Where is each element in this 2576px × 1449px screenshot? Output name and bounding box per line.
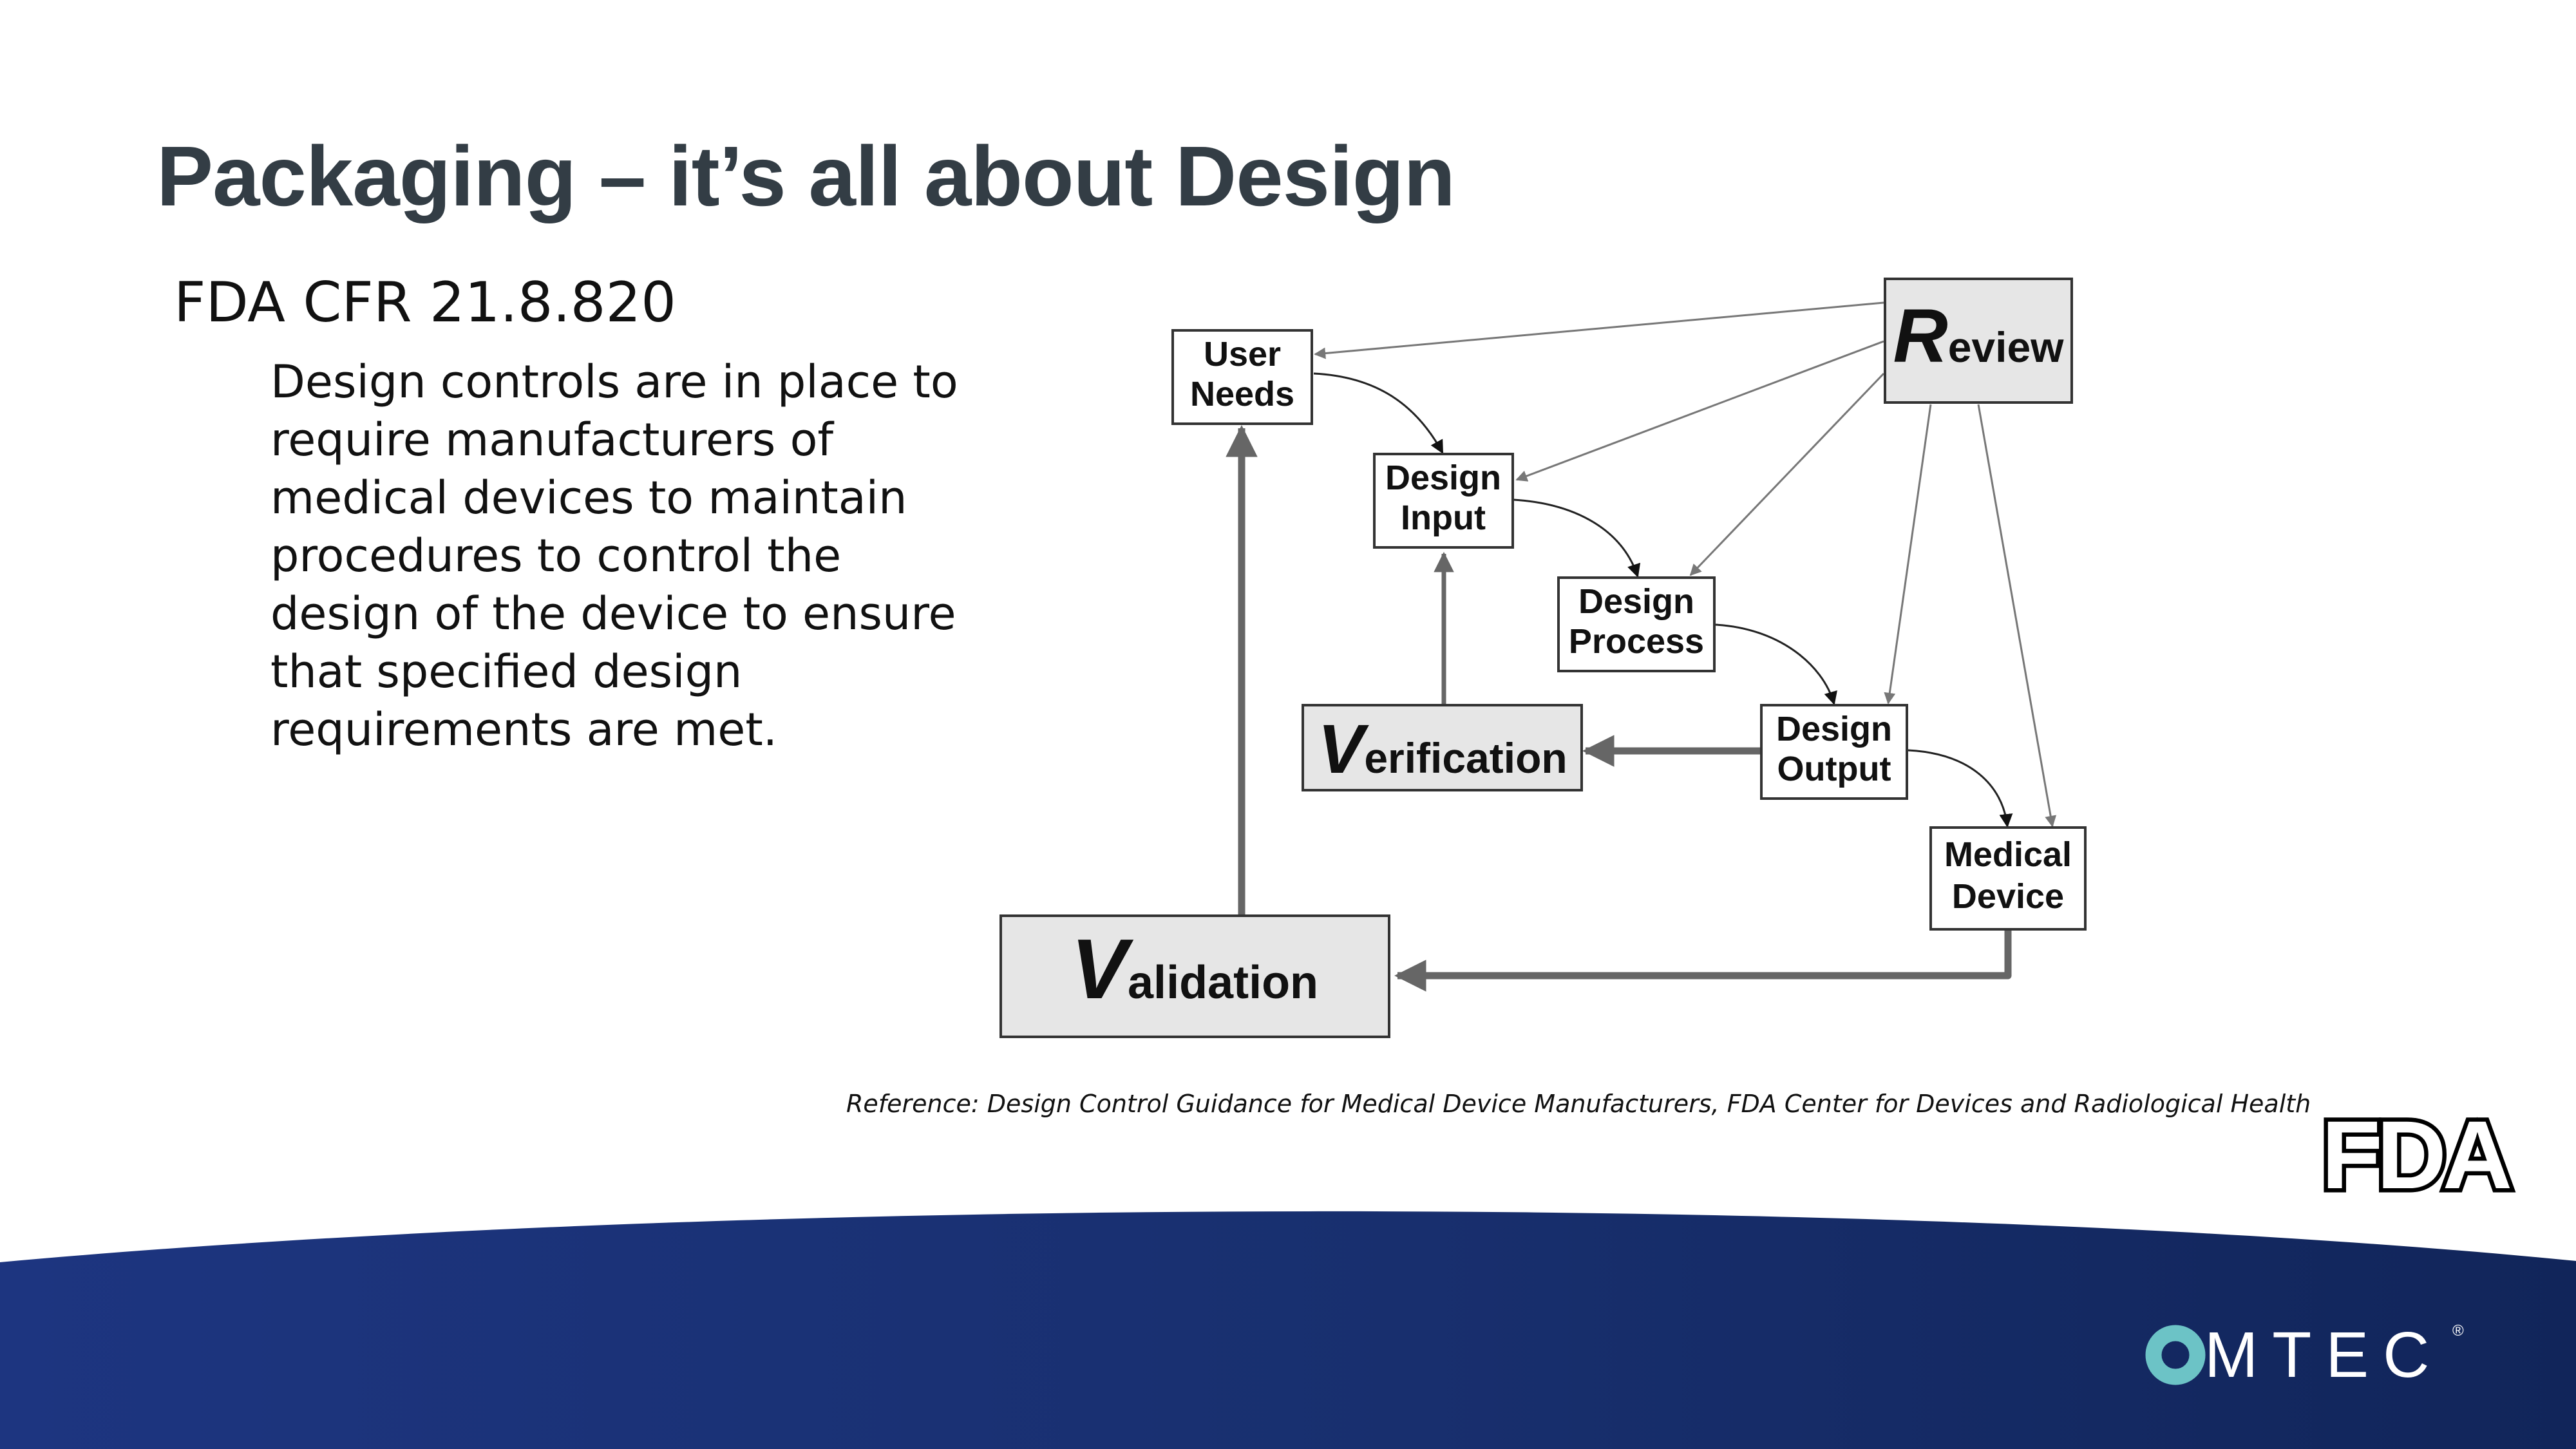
edge-review-design-process bbox=[1689, 372, 1885, 576]
node-verification: Verification bbox=[1302, 704, 1583, 791]
node-medical-device-line2: Device bbox=[1952, 877, 2064, 916]
node-review-initial: R bbox=[1893, 294, 1947, 379]
edge-review-design-input bbox=[1515, 340, 1884, 482]
edge-user-needs-design-input bbox=[1313, 372, 1444, 454]
node-design-output-line1: Design bbox=[1776, 710, 1892, 748]
svg-text:Validation: Validation bbox=[1071, 922, 1318, 1016]
omtec-registered-mark: ® bbox=[2452, 1322, 2464, 1340]
node-design-output-line2: Output bbox=[1777, 750, 1891, 788]
node-design-input: Design Input bbox=[1373, 453, 1514, 549]
node-design-input-line1: Design bbox=[1385, 459, 1501, 497]
edge-design-process-design-output bbox=[1714, 623, 1837, 706]
edge-review-medical-device bbox=[1977, 404, 2057, 828]
edge-design-output-medical-device bbox=[1908, 749, 2013, 828]
omtec-logo: MTEC ® bbox=[2145, 1319, 2464, 1391]
slide-title: Packaging – it’s all about Design bbox=[156, 129, 1455, 223]
node-design-output: Design Output bbox=[1760, 704, 1908, 800]
edge-medical-device-validation bbox=[1394, 929, 2012, 992]
svg-text:Verification: Verification bbox=[1318, 710, 1567, 788]
node-validation-rest: alidation bbox=[1128, 957, 1318, 1009]
node-review-rest: eview bbox=[1948, 323, 2064, 371]
node-user-needs-line2: Needs bbox=[1190, 375, 1294, 413]
omtec-o-mark bbox=[2145, 1325, 2206, 1385]
node-design-input-line2: Input bbox=[1401, 498, 1486, 537]
node-medical-device: Medical Device bbox=[1929, 826, 2087, 931]
node-verification-initial: V bbox=[1318, 710, 1369, 788]
node-verification-rest: erification bbox=[1364, 734, 1567, 782]
edge-review-design-output bbox=[1884, 404, 1932, 705]
node-user-needs-line1: User bbox=[1204, 335, 1281, 374]
node-design-process-line2: Process bbox=[1569, 622, 1704, 661]
edge-review-user-needs bbox=[1314, 301, 1884, 359]
omtec-wordmark: MTEC bbox=[2204, 1319, 2443, 1391]
node-design-process: Design Process bbox=[1557, 576, 1716, 672]
body-text: Design controls are in place to require … bbox=[270, 355, 958, 756]
edge-design-input-design-process bbox=[1513, 498, 1641, 578]
regulation-heading: FDA CFR 21.8.820 bbox=[174, 270, 676, 335]
fda-logo: FDA bbox=[2317, 1097, 2518, 1213]
node-design-process-line1: Design bbox=[1578, 582, 1694, 621]
node-validation-initial: V bbox=[1071, 922, 1134, 1016]
fda-logo-text: FDA bbox=[2322, 1101, 2510, 1209]
node-user-needs: User Needs bbox=[1171, 329, 1313, 425]
node-validation: Validation bbox=[999, 914, 1390, 1038]
node-review: Review bbox=[1884, 278, 2073, 404]
svg-text:Review: Review bbox=[1893, 294, 2064, 379]
node-medical-device-line1: Medical bbox=[1944, 835, 2072, 874]
reference-citation: Reference: Design Control Guidance for M… bbox=[846, 1090, 2311, 1118]
footer-band bbox=[0, 1211, 2576, 1449]
